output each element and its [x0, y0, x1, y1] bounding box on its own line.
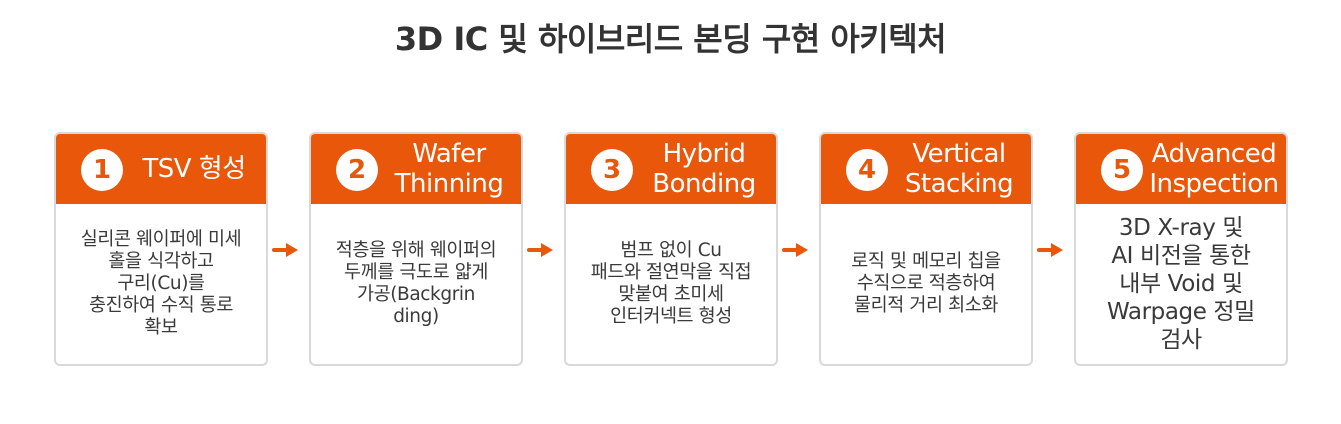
step-description-line: ding)	[393, 306, 439, 327]
step-card-1: 1 TSV 형성 실리콘 웨이퍼에 미세 홀을 식각하고 구리(Cu)를 충진하…	[54, 132, 268, 366]
step-description-line: Warpage 정밀	[1107, 299, 1255, 325]
step-description-line: 검사	[1160, 327, 1202, 353]
arrow-right-icon	[782, 243, 808, 257]
step-number: 4	[846, 149, 888, 191]
arrow-right-icon	[527, 243, 553, 257]
step-description-line: 수직으로 적층하여	[856, 273, 996, 294]
step-description-line: 충진하여 수직 통로	[89, 295, 233, 316]
step-number: 3	[591, 149, 633, 191]
step-card-3: 3 Hybrid Bonding 범프 없이 Cu 패드와 절연막을 직접 맞붙…	[564, 132, 778, 366]
step-card-5: 5 Advanced Inspection 3D X-ray 및 AI 비전을 …	[1074, 132, 1288, 366]
step-number: 1	[81, 149, 123, 191]
step-description-line: 구리(Cu)를	[117, 273, 205, 294]
step-title: Wafer Thinning	[381, 134, 517, 204]
step-header: 1 TSV 형성	[56, 134, 266, 204]
arrow-right-icon	[272, 243, 298, 257]
step-description-line: 맞붙여 초미세	[618, 284, 724, 305]
step-description: 3D X-ray 및 AI 비전을 통한 내부 Void 및 Warpage 정…	[1084, 204, 1278, 364]
step-description-line: 내부 Void 및	[1119, 271, 1243, 297]
step-title-line: Thinning	[394, 169, 504, 199]
step-title-line: TSV 형성	[142, 154, 246, 184]
step-description-line: 로직 및 메모리 칩을	[851, 251, 1001, 272]
step-description-line: 인터커넥트 형성	[610, 306, 732, 327]
step-header: 5 Advanced Inspection	[1076, 134, 1286, 204]
step-description-line: 홀을 식각하고	[108, 251, 214, 272]
step-description: 적층을 위해 웨이퍼의 두께를 극도로 얇게 가공(Backgrin ding)	[319, 204, 513, 364]
step-description-line: 가공(Backgrin	[356, 284, 475, 305]
step-description-line: 범프 없이 Cu	[620, 240, 722, 261]
step-description: 로직 및 메모리 칩을 수직으로 적층하여 물리적 거리 최소화	[829, 204, 1023, 364]
step-header: 2 Wafer Thinning	[311, 134, 521, 204]
step-description-line: AI 비전을 통한	[1111, 243, 1251, 269]
step-title-line: Inspection	[1149, 169, 1279, 199]
step-number: 5	[1101, 149, 1143, 191]
step-title-line: Bonding	[652, 169, 756, 199]
step-title-line: Hybrid	[662, 139, 746, 169]
step-title-line: Stacking	[904, 169, 1014, 199]
step-header: 4 Vertical Stacking	[821, 134, 1031, 204]
step-description: 실리콘 웨이퍼에 미세 홀을 식각하고 구리(Cu)를 충진하여 수직 통로 확…	[64, 204, 258, 364]
arrow-right-icon	[1037, 243, 1063, 257]
step-title-line: Advanced	[1151, 139, 1277, 169]
step-title-line: Wafer	[412, 139, 486, 169]
step-description-line: 3D X-ray 및	[1118, 215, 1244, 241]
diagram-title: 3D IC 및 하이브리드 본딩 구현 아키텍처	[394, 20, 947, 58]
step-description-line: 확보	[144, 317, 178, 338]
step-title-line: Vertical	[912, 139, 1006, 169]
step-description-line: 패드와 절연막을 직접	[590, 262, 752, 283]
step-title: Vertical Stacking	[891, 134, 1027, 204]
step-description-line: 물리적 거리 최소화	[854, 295, 998, 316]
step-description: 범프 없이 Cu 패드와 절연막을 직접 맞붙여 초미세 인터커넥트 형성	[574, 204, 768, 364]
step-title: TSV 형성	[126, 134, 262, 204]
step-description-line: 적층을 위해 웨이퍼의	[335, 240, 497, 261]
step-number: 2	[336, 149, 378, 191]
step-description-line: 두께를 극도로 얇게	[344, 262, 488, 283]
step-header: 3 Hybrid Bonding	[566, 134, 776, 204]
step-card-2: 2 Wafer Thinning 적층을 위해 웨이퍼의 두께를 극도로 얇게 …	[309, 132, 523, 366]
step-card-4: 4 Vertical Stacking 로직 및 메모리 칩을 수직으로 적층하…	[819, 132, 1033, 366]
step-description-line: 실리콘 웨이퍼에 미세	[80, 229, 242, 250]
step-title: Hybrid Bonding	[636, 134, 772, 204]
step-title: Advanced Inspection	[1146, 134, 1282, 204]
